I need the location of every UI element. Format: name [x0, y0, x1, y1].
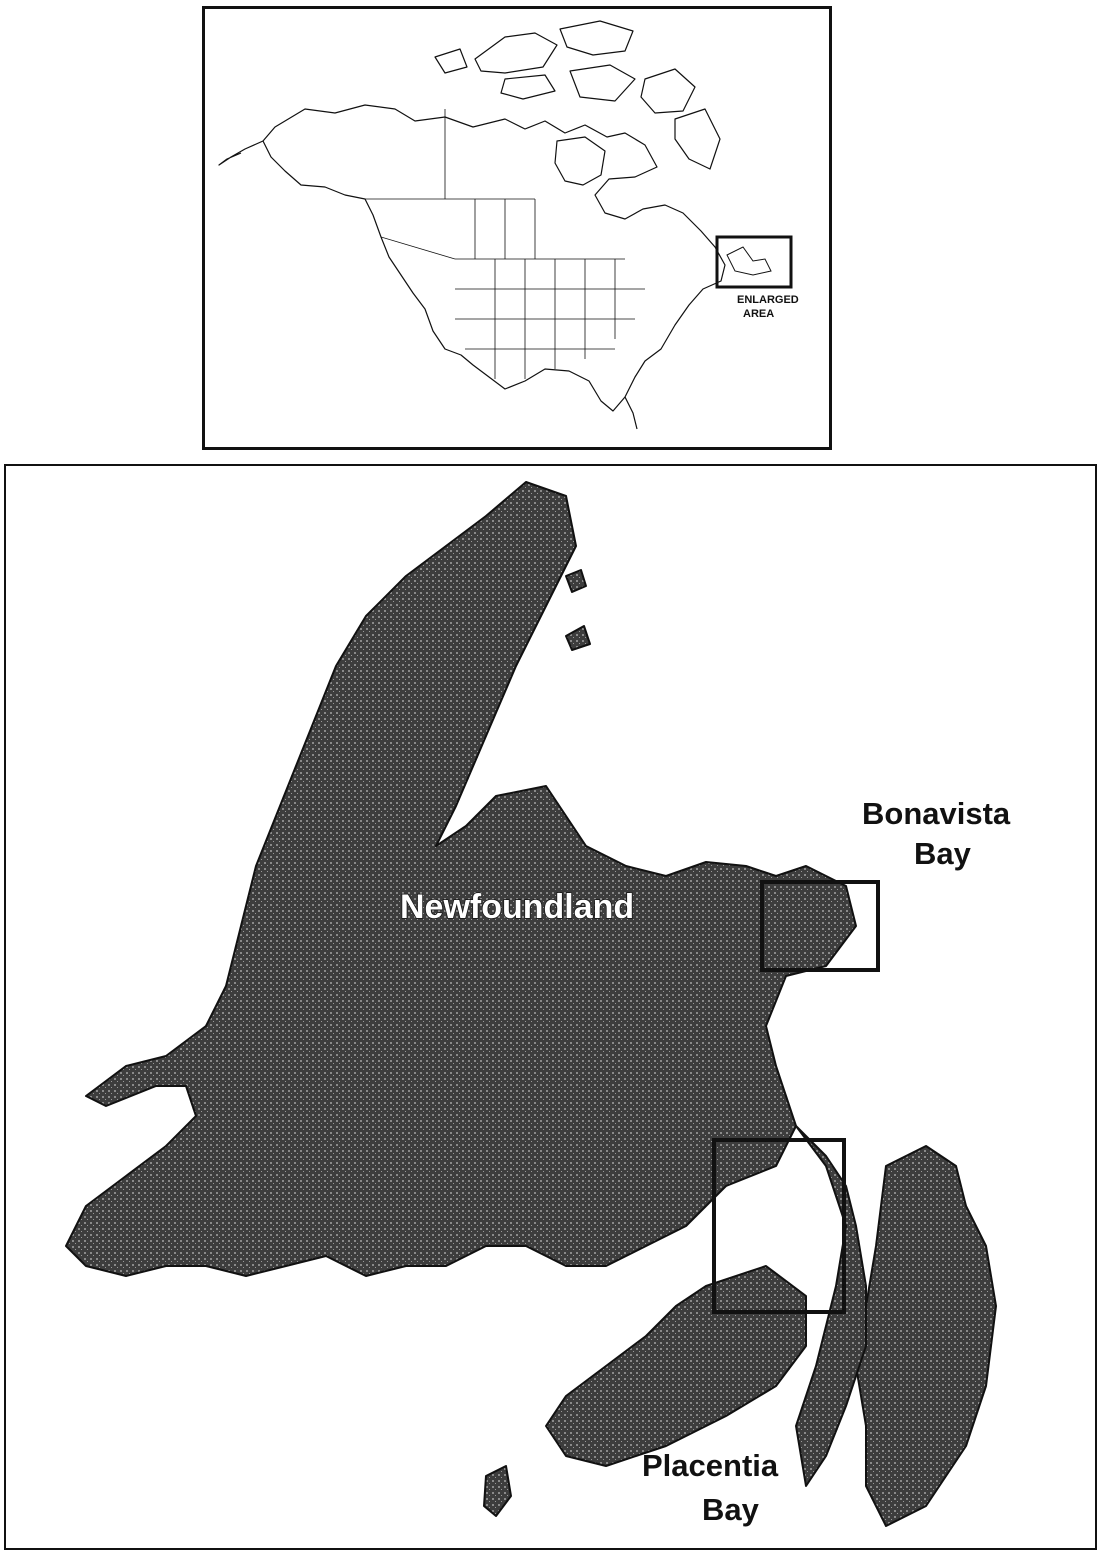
enlarged-area-label-line1: ENLARGED: [737, 294, 799, 306]
small-island: [565, 569, 587, 593]
avalon-peninsula: [855, 1145, 997, 1527]
florida: [624, 396, 638, 430]
bonavista-bay-label-line1: Bonavista: [862, 796, 1011, 831]
arctic-island: [434, 48, 468, 74]
newfoundland-land-shapes: Newfoundland Bonavista Bay Placentia Bay: [65, 481, 1011, 1527]
bonavista-bay-label-line2: Bay: [914, 836, 972, 871]
mainland-outline: [262, 104, 726, 412]
placentia-bay-label-line1: Placentia: [642, 1448, 779, 1483]
state-lines-h: [455, 258, 645, 350]
north-america-outline: ENLARGED AREA: [218, 20, 799, 430]
arctic-island: [569, 64, 636, 102]
small-island: [483, 1465, 512, 1517]
newfoundland-label: Newfoundland: [400, 888, 634, 926]
newfoundland-island: [65, 481, 857, 1277]
newfoundland-small: [726, 246, 772, 276]
newfoundland-map: Newfoundland Bonavista Bay Placentia Bay: [4, 464, 1097, 1550]
placentia-study-box: [712, 1138, 846, 1314]
placentia-bay-label-line2: Bay: [702, 1492, 760, 1527]
west-coast-states: [380, 236, 456, 260]
inset-locator-map: ENLARGED AREA: [202, 6, 832, 450]
arctic-island: [474, 32, 558, 74]
arctic-island: [500, 74, 556, 100]
small-island: [565, 625, 591, 651]
province-lines: [444, 109, 536, 259]
arctic-island: [559, 20, 634, 56]
enlarged-area-label-line2: AREA: [743, 308, 774, 320]
enlarged-area-box: [715, 235, 793, 289]
baffin-island: [640, 68, 696, 114]
baffin-island: [674, 108, 721, 170]
burin-peninsula: [545, 1265, 807, 1467]
bonavista-study-box: [760, 880, 880, 972]
alaska-peninsula: [218, 140, 264, 166]
state-lines-v: [494, 259, 616, 379]
hudson-bay: [554, 136, 606, 186]
